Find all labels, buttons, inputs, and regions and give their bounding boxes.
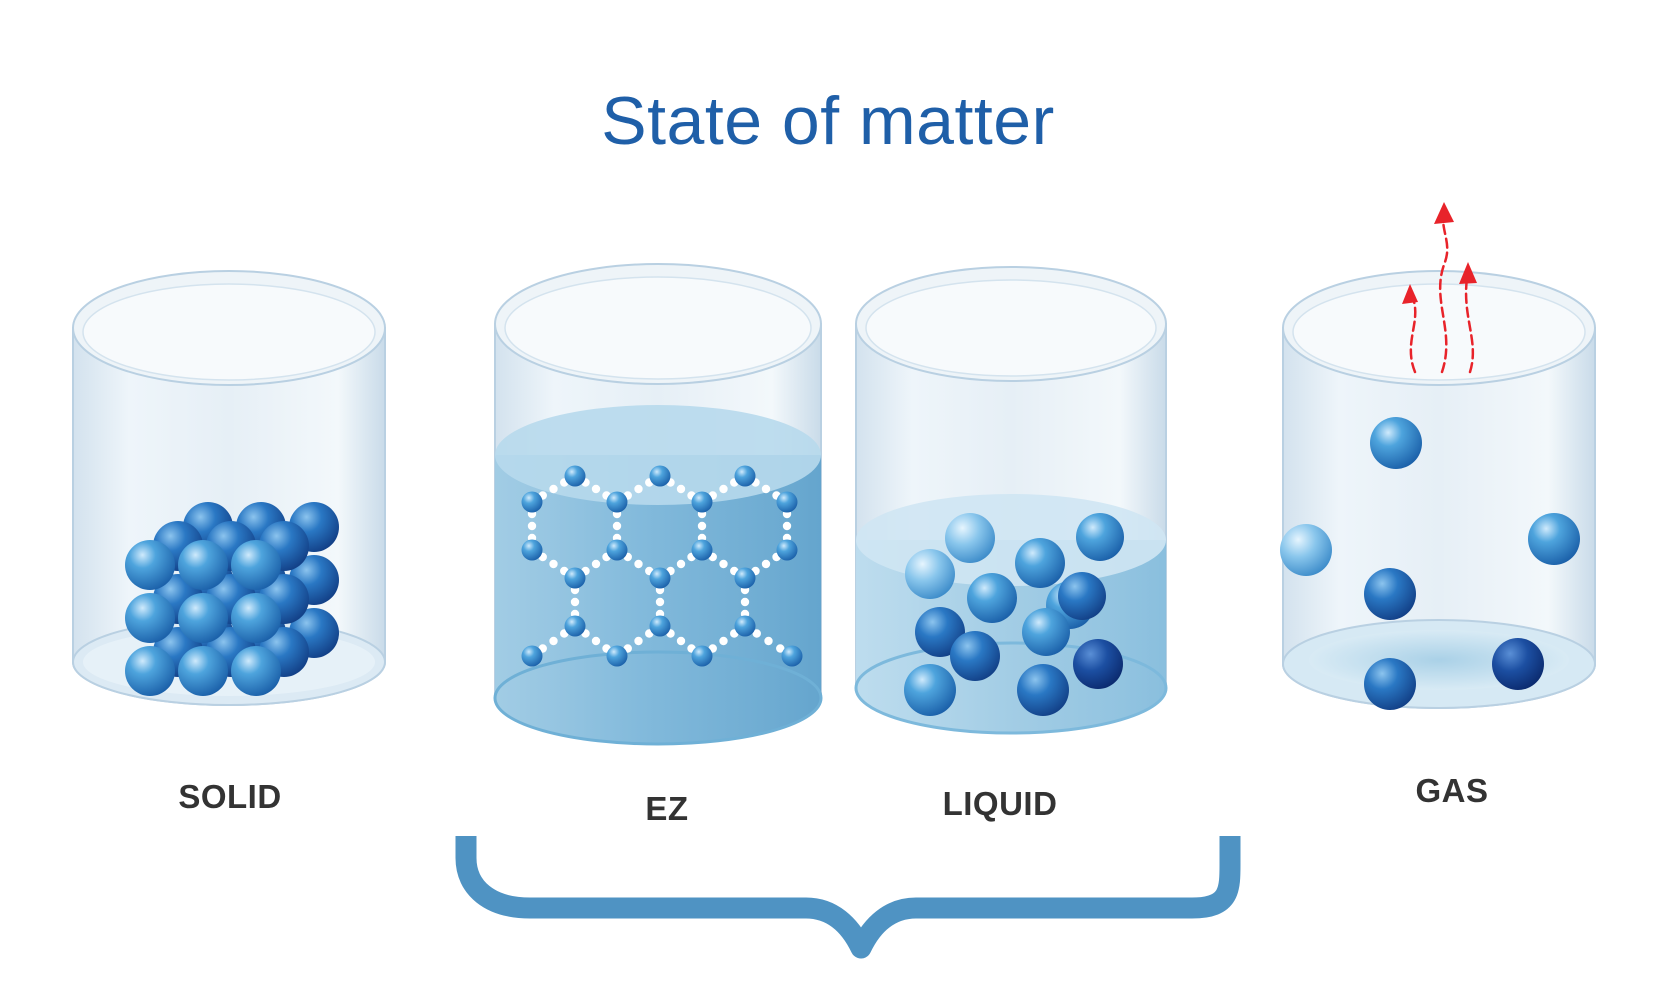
liquid-molecule — [1017, 664, 1069, 716]
ez-molecule — [521, 645, 543, 667]
liquid-molecule — [1076, 513, 1124, 561]
liquid-molecule — [905, 549, 955, 599]
liquid-molecule — [915, 607, 965, 657]
bond-dot — [612, 521, 622, 531]
bond-dot — [591, 636, 601, 646]
ez-molecule — [564, 615, 586, 637]
ez-molecule — [734, 567, 756, 589]
solid-molecule — [125, 646, 175, 696]
gas-molecules — [1280, 417, 1580, 710]
ez-hexagonal-structure — [521, 465, 803, 667]
bond-dot — [549, 559, 558, 569]
bond-dot — [634, 559, 643, 569]
solid-molecule — [125, 540, 175, 590]
gas-arrowheads — [1402, 202, 1477, 304]
bond-dot — [634, 484, 643, 494]
bond-dot — [782, 521, 792, 531]
ez-molecule — [649, 567, 671, 589]
gas-molecule — [1364, 658, 1416, 710]
solid-molecule — [231, 540, 281, 590]
bond-dot — [634, 636, 643, 646]
bond-dot — [764, 636, 773, 646]
liquid-molecule — [1073, 639, 1123, 689]
gas-molecule — [1280, 524, 1332, 576]
liquid-molecule — [1058, 572, 1106, 620]
liquid-molecule — [904, 664, 956, 716]
bond-dot — [676, 559, 686, 569]
bond-dot — [697, 521, 707, 531]
ez-molecule — [606, 645, 628, 667]
bond-dot — [676, 636, 686, 646]
ez-beaker — [493, 263, 823, 746]
solid-molecule — [178, 593, 228, 643]
solid-molecule — [178, 646, 228, 696]
diagram-title: State of matter — [601, 83, 1055, 159]
bond-dot — [719, 559, 728, 569]
ez-molecule — [776, 491, 798, 513]
ez-molecule — [649, 465, 671, 487]
solid-molecule — [125, 593, 175, 643]
ez-molecule — [691, 491, 713, 513]
liquid-molecules — [904, 513, 1124, 716]
liquid-molecule — [1015, 538, 1065, 588]
ez-molecule — [606, 491, 628, 513]
gas-molecule — [1364, 568, 1416, 620]
label-gas: GAS — [1415, 772, 1489, 809]
gas-beaker — [1282, 270, 1596, 709]
bond-dot — [676, 484, 686, 494]
liquid-molecule — [967, 573, 1017, 623]
ez-molecule — [606, 539, 628, 561]
ez-molecule — [521, 539, 543, 561]
bond-dot — [719, 636, 728, 646]
bond-dot — [761, 484, 771, 494]
bond-dot — [591, 559, 601, 569]
label-liquid: LIQUID — [942, 785, 1058, 822]
gas-molecule — [1528, 513, 1580, 565]
bond-dot — [655, 597, 665, 607]
ez-molecule — [776, 539, 798, 561]
liquid-molecule — [945, 513, 995, 563]
gas-molecule — [1370, 417, 1422, 469]
solid-molecule-lattice — [125, 502, 339, 696]
solid-molecule — [178, 540, 228, 590]
solid-molecule — [231, 593, 281, 643]
ez-molecule — [781, 645, 803, 667]
bond-dot — [752, 629, 761, 638]
label-solid: SOLID — [178, 778, 282, 815]
label-ez: EZ — [645, 790, 689, 827]
bond-dot — [549, 636, 558, 646]
bond-dot — [776, 644, 785, 653]
bond-dot — [761, 559, 771, 569]
bond-dot — [740, 597, 750, 607]
curly-brace-icon — [455, 836, 1241, 959]
ez-molecule — [521, 491, 543, 513]
ez-molecule — [734, 615, 756, 637]
gas-molecule — [1492, 638, 1544, 690]
ez-molecule — [649, 615, 671, 637]
liquid-molecule — [950, 631, 1000, 681]
ez-molecule — [734, 465, 756, 487]
liquid-molecule — [1022, 608, 1070, 656]
bond-dot — [719, 484, 728, 494]
bond-dot — [570, 597, 580, 607]
bond-dot — [527, 521, 537, 531]
ez-molecule — [564, 465, 586, 487]
ez-molecule — [691, 539, 713, 561]
bond-dot — [591, 484, 601, 494]
bond-dot — [549, 484, 558, 494]
solid-molecule — [231, 646, 281, 696]
ez-molecule — [564, 567, 586, 589]
ez-molecule — [691, 645, 713, 667]
